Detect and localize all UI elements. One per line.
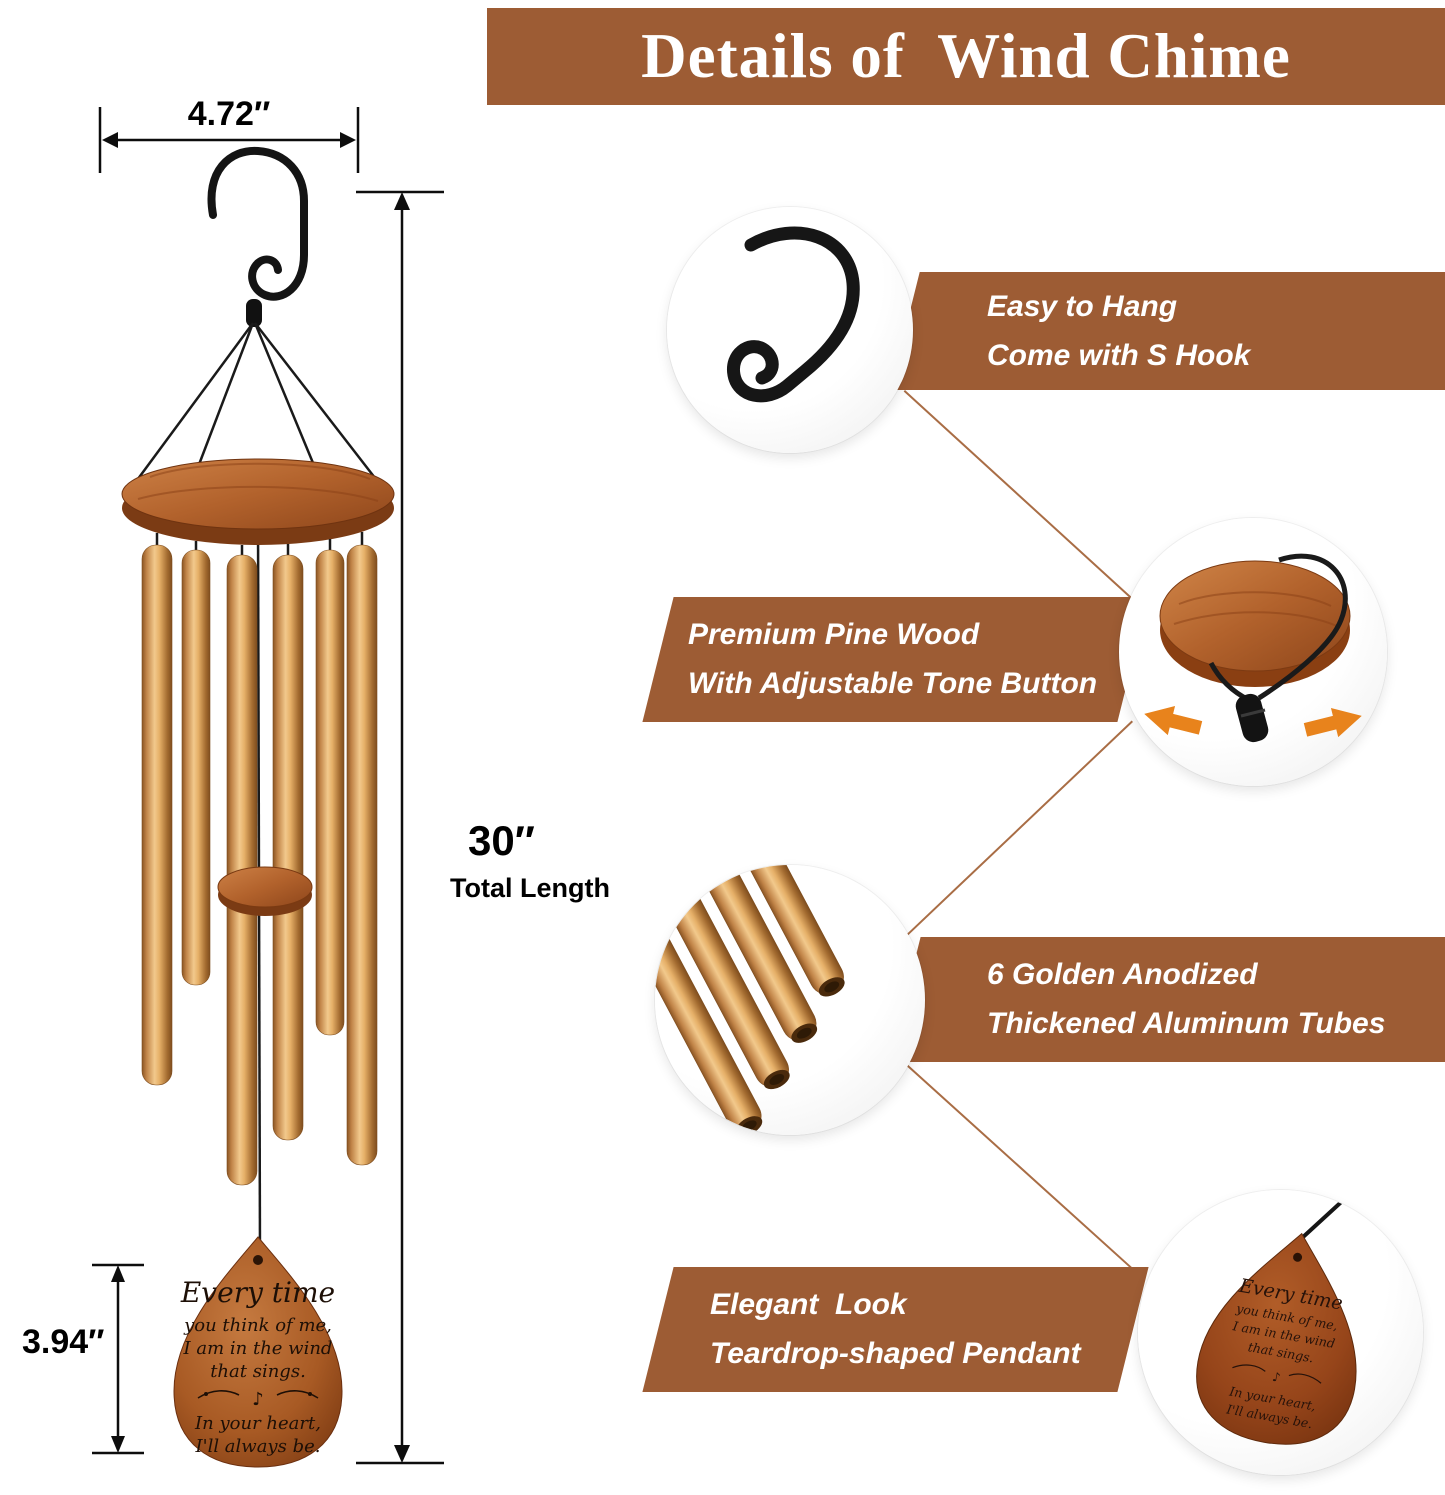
pendant-string [1300,1192,1352,1240]
poem-line-1: Every time [180,1276,335,1309]
suspension-strings [130,322,383,488]
s-hook-icon [727,226,860,403]
total-length-dimension [356,190,444,1465]
hanger-width-label: 4.72″ [188,95,270,133]
note-icon: ♪ [252,1389,264,1410]
pendant-photo-circle: Every time you think of me, I am in the … [1138,1190,1423,1475]
s-hook-top-icon [207,146,308,327]
page-title: Details of Wind Chime [641,21,1291,91]
hook-photo-circle [667,207,913,453]
feature-banner-tubes: 6 Golden Anodized Thickened Aluminum Tub… [889,937,1445,1062]
poem-line-5: In your heart, [194,1413,321,1434]
feature-hook-line-2: Come with S Hook [987,338,1251,372]
poem-line-6: I'll always be. [195,1436,321,1457]
golden-tubes [655,865,845,1135]
flourish-icon [1232,1364,1322,1384]
total-length-label: Total Length [450,873,610,903]
feature-tubes-line-2: Thickened Aluminum Tubes [987,1007,1386,1040]
hanger-width-dimension [98,107,360,173]
feature-tubes-line-1: 6 Golden Anodized [987,958,1258,991]
pendant-height-dimension [92,1263,144,1455]
feature-wood-line-1: Premium Pine Wood [688,618,980,651]
ribbon-fold-3 [903,1062,1133,1270]
chime-tube-3 [226,545,258,1186]
feature-pendant-line-2: Teardrop-shaped Pendant [710,1337,1081,1370]
feature-banner-pendant: Elegant Look Teardrop-shaped Pendant [642,1267,1149,1392]
ribbon-fold-1 [903,390,1134,600]
mini-note-icon: ♪ [1271,1369,1281,1385]
poem-line-2: you think of me, [183,1315,332,1336]
feature-wood-line-2: With Adjustable Tone Button [688,667,1098,700]
chime-tube-4 [272,544,304,1141]
total-length-value: 30″ [468,817,535,864]
tubes-photo-circle [655,865,925,1135]
adjust-arrow-left-icon [1144,706,1203,736]
poem-line-4: that sings. [210,1361,306,1382]
wind-chime-illustration: 4.72″ 30″ Total Length 3.94″ [22,95,610,1468]
ribbon-fold-2 [903,720,1133,939]
pendant-mini: Every time you think of me, I am in the … [1196,1232,1357,1445]
feature-banner-wood: Premium Pine Wood With Adjustable Tone B… [642,597,1149,722]
wood-disc-photo-circle [1119,518,1387,786]
pendant-height-label: 3.94″ [22,1323,104,1361]
chime-tube-2 [181,541,211,986]
flourish-icon [197,1390,319,1399]
chime-tube-5 [315,539,345,1036]
wood-disc [1159,560,1351,687]
chime-tube-1 [141,533,173,1086]
feature-banner-hook: Easy to Hang Come with S Hook [890,272,1445,390]
poem-line-3: I am in the wind [183,1338,333,1359]
striker-disc [217,866,313,916]
adjust-arrow-right-icon [1303,708,1362,738]
feature-pendant-line-1: Elegant Look [710,1288,907,1321]
wooden-top-ring [121,458,395,545]
feature-hook-line-1: Easy to Hang [987,289,1178,323]
wind-catcher-pendant: Every time you think of me, I am in the … [173,1236,343,1468]
tone-button [1235,693,1269,743]
title-banner: Details of Wind Chime [487,8,1445,105]
chime-tube-6 [346,532,378,1166]
